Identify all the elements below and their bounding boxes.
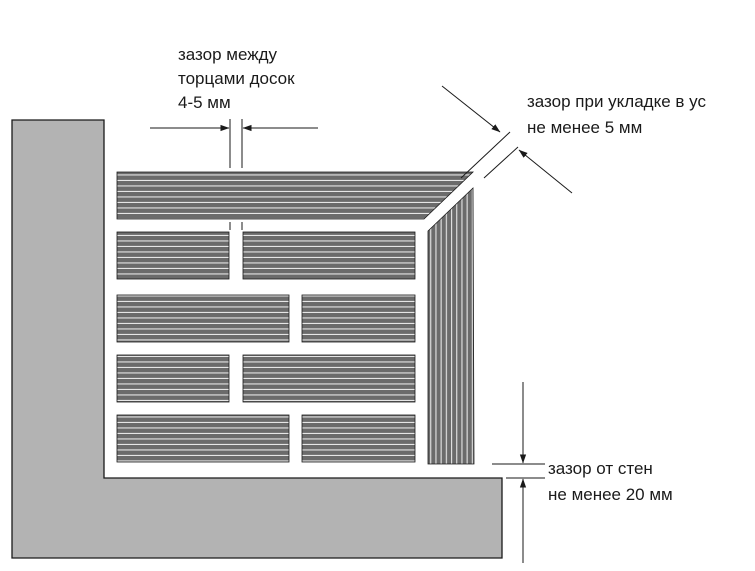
board-row4-right — [301, 414, 416, 463]
board-group — [116, 171, 475, 465]
board-row1-right — [242, 231, 416, 280]
corner-gap-extension-inner — [483, 146, 519, 179]
end-gap-label-line3: 4-5 мм — [178, 93, 231, 112]
corner-gap-extension-outer — [460, 131, 511, 179]
board-row3-right — [242, 354, 416, 403]
board-row1-left — [116, 231, 230, 280]
board-row2-right — [301, 294, 416, 343]
corner-gap-arrow-lower — [518, 149, 573, 194]
board-top-mitered — [116, 171, 474, 220]
end-gap-dimension — [150, 119, 318, 230]
end-gap-label-line2: торцами досок — [178, 69, 295, 88]
corner-gap-label-line2: не менее 5 мм — [527, 118, 642, 137]
wall-gap-label-line2: не менее 20 мм — [548, 485, 673, 504]
room-wall — [11, 119, 503, 559]
board-right-mitered — [427, 187, 475, 465]
corner-gap-arrow-upper — [441, 85, 501, 133]
wall-gap-dimension — [492, 382, 545, 563]
wall-gap-label-line1: зазор от стен — [548, 459, 653, 478]
board-row2-left — [116, 294, 290, 343]
end-gap-label-line1: зазор между — [178, 45, 278, 64]
corner-gap-label-line1: зазор при укладке в ус — [527, 92, 706, 111]
board-row3-left — [116, 354, 230, 403]
board-row4-left — [116, 414, 290, 463]
corner-gap-dimension — [441, 85, 573, 194]
